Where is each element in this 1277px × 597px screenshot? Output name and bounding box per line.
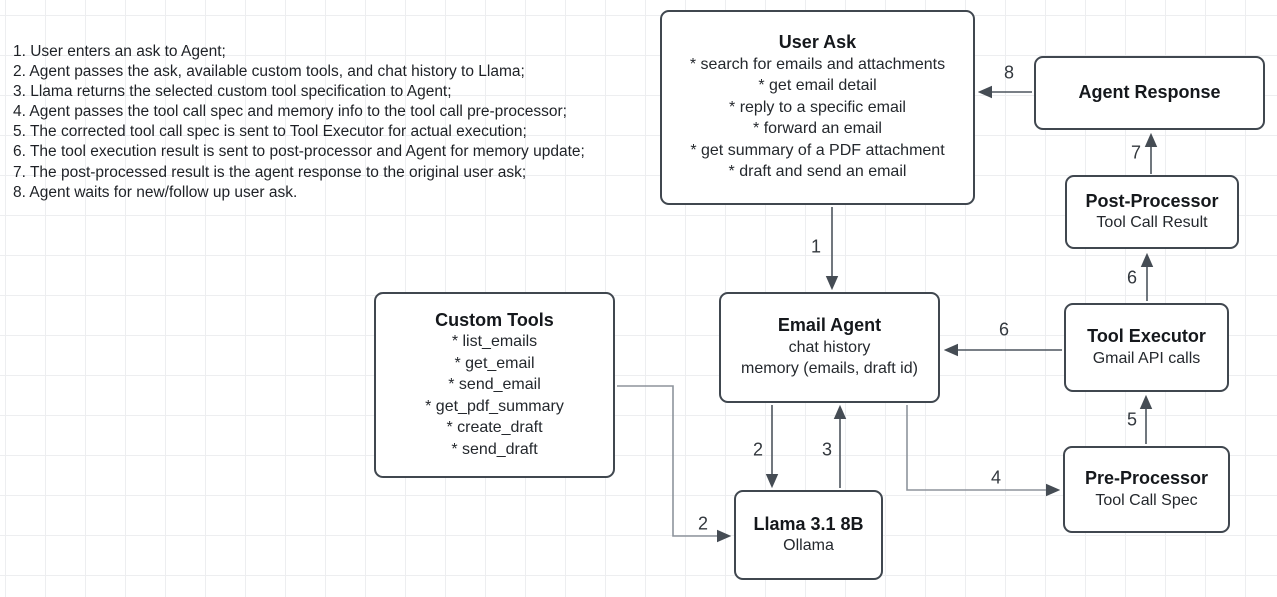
step-line: 3. Llama returns the selected custom too… bbox=[13, 83, 452, 101]
node-title: Llama 3.1 8B bbox=[753, 513, 864, 534]
node-title: User Ask bbox=[778, 32, 857, 53]
tool-executor-node: Tool Executor Gmail API calls bbox=[1064, 303, 1229, 392]
edge-label-7: 7 bbox=[1130, 142, 1142, 163]
node-item: * get summary of a PDF attachment bbox=[690, 141, 945, 159]
node-line: chat history bbox=[788, 338, 871, 356]
node-subtitle: Tool Call Spec bbox=[1095, 491, 1198, 509]
edge-label-6: 6 bbox=[1126, 267, 1138, 288]
node-item: * send_email bbox=[448, 376, 541, 394]
node-subtitle: Gmail API calls bbox=[1092, 349, 1201, 367]
post-processor-node: Post-Processor Tool Call Result bbox=[1065, 175, 1239, 249]
node-item: * search for emails and attachments bbox=[689, 55, 946, 73]
step-line: 6. The tool execution result is sent to … bbox=[13, 143, 585, 161]
email-agent-node: Email Agent chat history memory (emails,… bbox=[719, 292, 940, 403]
node-subtitle: Tool Call Result bbox=[1096, 214, 1208, 231]
node-title: Pre-Processor bbox=[1084, 468, 1209, 488]
node-title: Post-Processor bbox=[1085, 190, 1219, 211]
node-subtitle: Ollama bbox=[783, 537, 834, 554]
step-line: 4. Agent passes the tool call spec and m… bbox=[13, 103, 567, 121]
step-line: 7. The post-processed result is the agen… bbox=[13, 163, 527, 181]
node-item: * reply to a specific email bbox=[729, 98, 906, 116]
step-line: 8. Agent waits for new/follow up user as… bbox=[13, 183, 298, 201]
node-item: * draft and send an email bbox=[728, 163, 907, 181]
agent-response-node: Agent Response bbox=[1034, 56, 1265, 130]
edge-label-8: 8 bbox=[1003, 62, 1015, 83]
node-title: Custom Tools bbox=[435, 309, 554, 330]
user-ask-node: User Ask * search for emails and attachm… bbox=[660, 10, 975, 205]
edge-label-1: 1 bbox=[810, 236, 822, 257]
step-line: 1. User enters an ask to Agent; bbox=[13, 43, 226, 60]
edge-2-customtools-to-llama bbox=[617, 385, 732, 543]
node-title: Agent Response bbox=[1078, 82, 1221, 103]
node-line: memory (emails, draft id) bbox=[741, 360, 918, 378]
custom-tools-node: Custom Tools * list_emails * get_email *… bbox=[374, 292, 615, 478]
edge-label-5: 5 bbox=[1126, 409, 1138, 430]
step-line: 2. Agent passes the ask, available custo… bbox=[13, 63, 525, 81]
edge-label-4: 4 bbox=[990, 467, 1002, 488]
step-line: 5. The corrected tool call spec is sent … bbox=[13, 123, 527, 141]
node-item: * list_emails bbox=[451, 333, 538, 351]
node-item: * create_draft bbox=[446, 419, 543, 437]
edge-4-emailagent-to-preprocessor bbox=[906, 405, 1061, 497]
steps-legend: 1. User enters an ask to Agent; 2. Agent… bbox=[13, 42, 585, 203]
node-item: * get email detail bbox=[758, 77, 877, 95]
node-item: * get_email bbox=[454, 354, 535, 372]
node-title: Tool Executor bbox=[1087, 326, 1206, 346]
node-item: * send_draft bbox=[451, 440, 538, 458]
node-item: * forward an email bbox=[753, 120, 882, 138]
edge-label-6b: 6 bbox=[998, 319, 1010, 340]
node-item: * get_pdf_summary bbox=[425, 397, 564, 415]
edge-label-2b: 2 bbox=[697, 513, 709, 534]
edge-label-3: 3 bbox=[821, 439, 833, 460]
llama-node: Llama 3.1 8B Ollama bbox=[734, 490, 883, 580]
edge-label-2: 2 bbox=[752, 439, 764, 460]
pre-processor-node: Pre-Processor Tool Call Spec bbox=[1063, 446, 1230, 533]
node-title: Email Agent bbox=[777, 315, 882, 336]
